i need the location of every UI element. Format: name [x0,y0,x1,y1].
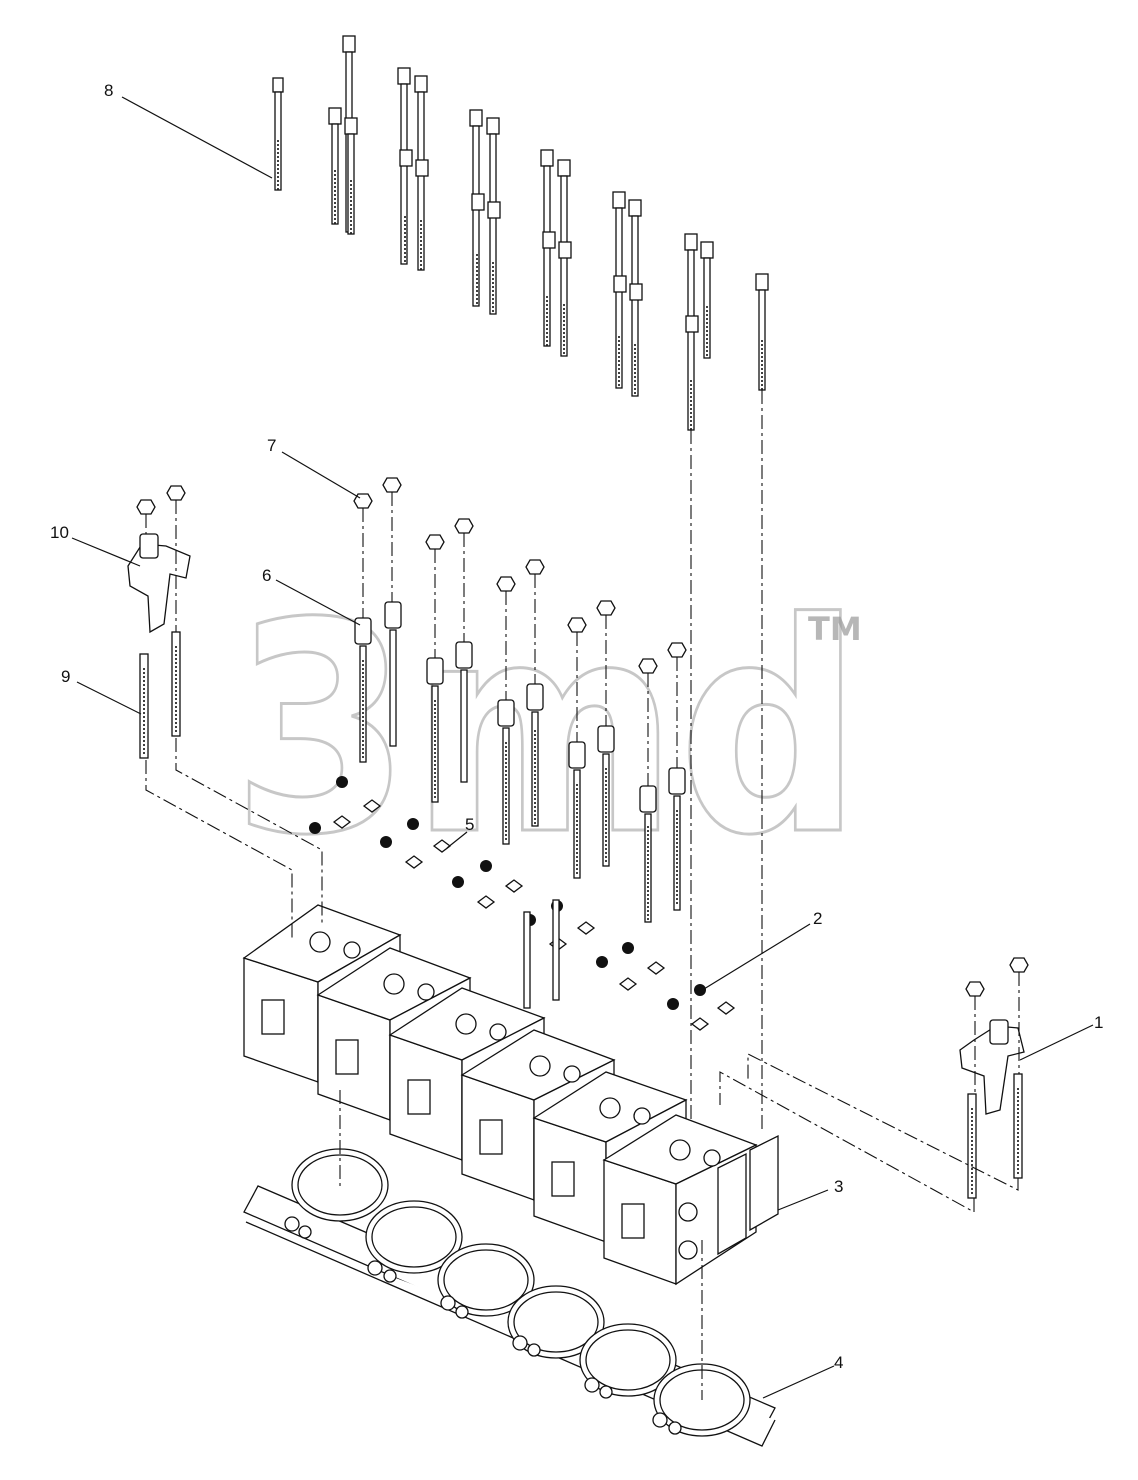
bolt-group-2 [328,35,358,235]
bolt-group-4 [469,109,501,315]
callout-8: 8 [104,81,113,100]
bolt-group-3 [397,67,429,271]
watermark-trademark: TM [808,610,862,648]
watermark-logo: 3md [232,562,862,899]
callout-2: 2 [813,909,822,928]
head-bolts-long [272,35,769,431]
callout-4: 4 [834,1353,843,1372]
cylinder-heads [242,904,779,1286]
callout-leaders [71,96,1094,1399]
callout-6: 6 [262,566,271,585]
callout-3: 3 [834,1177,843,1196]
bolt-group-1 [272,77,284,191]
callout-10: 10 [50,523,69,542]
callout-labels: 1 2 3 4 5 6 7 8 9 10 [50,81,1103,1372]
bolt-group-6 [612,191,643,397]
head-gasket [243,1148,776,1447]
lifting-bracket-right [959,957,1029,1199]
alignment-lines [145,390,1020,1400]
callout-1: 1 [1094,1013,1103,1032]
lifting-bracket-left [127,485,191,759]
studs-nuts-spacers [309,477,736,1031]
callout-9: 9 [61,667,70,686]
bolt-group-8 [755,273,769,391]
callout-5: 5 [465,815,474,834]
bolt-group-5 [540,149,572,357]
callout-7: 7 [267,436,276,455]
bolt-group-7 [684,233,714,431]
